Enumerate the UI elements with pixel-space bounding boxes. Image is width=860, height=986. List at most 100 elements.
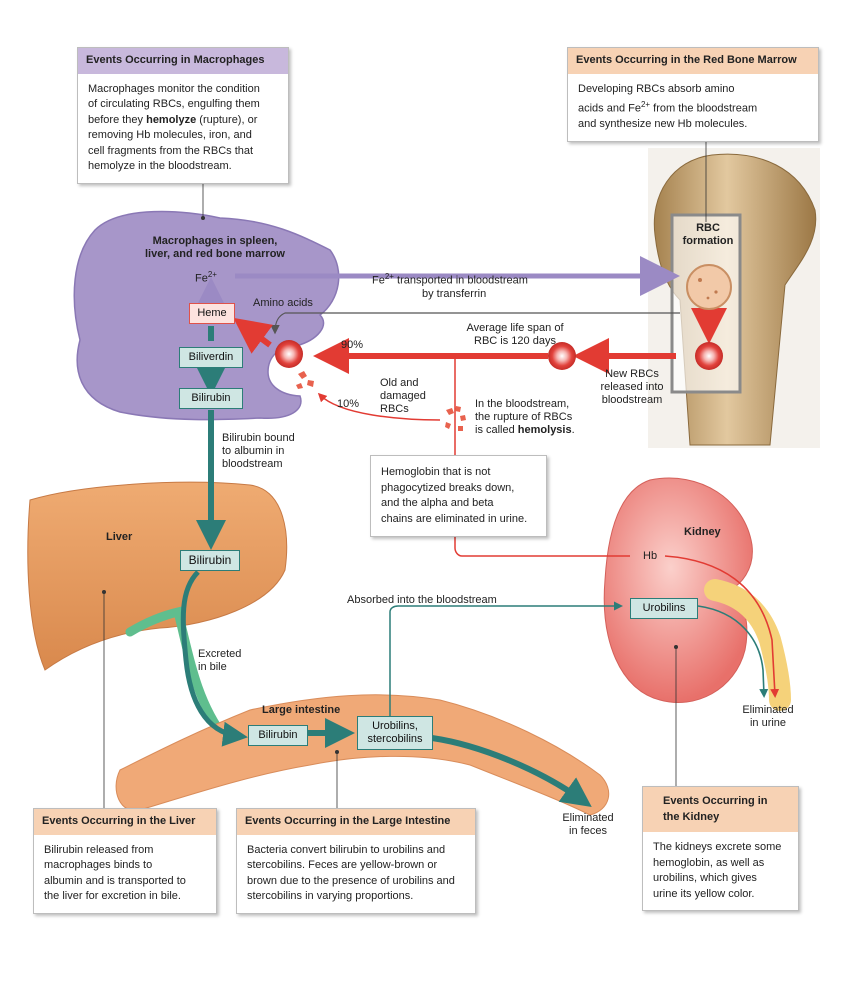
- absorbed-arrow: [389, 601, 623, 718]
- intestine-box-line3: brown due to the presence of urobilins a…: [247, 874, 455, 887]
- bile-excretion-arrow: [180, 570, 248, 747]
- hemolysis-label: In the bloodstream, the rupture of RBCs …: [475, 398, 575, 437]
- old-damaged-label: Old and damaged RBCs: [380, 377, 426, 416]
- intestine-box-line1: Bacteria convert bilirubin to urobilins …: [247, 843, 446, 856]
- kidney-box-title-line1: Events Occurring in: [663, 795, 768, 807]
- large-intestine-label: Large intestine: [262, 704, 341, 716]
- new-rbcs-line1: New RBCs: [605, 368, 659, 380]
- liver-box-line2: macrophages binds to: [44, 859, 153, 871]
- fe-transport-line1: transported in bloodstream: [393, 274, 528, 287]
- kidney-box-line2: hemoglobin, as well as: [653, 856, 765, 869]
- feces-arrow: [431, 735, 592, 807]
- kidney-box-title-line2: the Kidney: [663, 810, 720, 823]
- marrow-info-box: Events Occurring in the Red Bone Marrow …: [567, 47, 819, 142]
- kidney-box-title: Events Occurring in the Kidney: [643, 787, 798, 832]
- hemoglobin-line3: and the alpha and beta: [381, 497, 494, 509]
- excreted-bile-line1: Excreted: [198, 648, 242, 660]
- rbc-formation-line1: RBC: [696, 222, 720, 234]
- hemoglobin-line4: chains are eliminated in urine.: [381, 512, 528, 525]
- macrophage-box-line3-post: (rupture), or: [196, 113, 258, 126]
- hemoglobin-line2: phagocytized breaks down,: [381, 481, 515, 494]
- macrophage-box-line2: of circulating RBCs, engulfing them: [88, 98, 260, 110]
- marrow-box-line3: and synthesize new Hb molecules.: [578, 118, 748, 131]
- intestine-box-line4: stercobilins in varying proportions.: [247, 890, 414, 902]
- macrophage-cell-title: Macrophages in spleen, liver, and red bo…: [115, 235, 315, 261]
- rbc-formation-label: RBC formation: [680, 222, 736, 248]
- macrophage-box-line4: removing Hb molecules, iron, and: [88, 129, 252, 141]
- macrophage-box-line3-pre: before they: [88, 113, 147, 126]
- lifespan-line1: Average life span of: [466, 322, 564, 334]
- macrophage-title-line2: liver, and red bone marrow: [145, 248, 285, 260]
- hemolysis-line3-pre: is called: [475, 424, 518, 436]
- macrophage-box-title: Events Occurring in Macrophages: [78, 48, 288, 74]
- marrow-box-line2-pre: acids and Fe: [578, 102, 641, 115]
- rbc-formation-line2: formation: [682, 235, 734, 247]
- bilirubin-tag-macrophage: Bilirubin: [179, 388, 243, 409]
- rbc-10-arrow: [317, 392, 441, 421]
- kidney-box-line4: urine its yellow color.: [653, 887, 755, 900]
- bilirubin-tag-intestine: Bilirubin: [248, 725, 308, 746]
- kidney-illustration: [603, 477, 791, 711]
- eliminated-feces-line1: Eliminated: [562, 812, 614, 824]
- kidney-info-box: Events Occurring in the Kidney The kidne…: [642, 786, 799, 911]
- macrophage-box-line5: cell fragments from the RBCs that: [88, 144, 254, 157]
- heme-tag: Heme: [189, 303, 235, 324]
- hemolysis-line3: is called hemolysis.: [475, 424, 575, 437]
- liver-box-line4: the liver for excretion in bile.: [44, 890, 181, 902]
- eliminated-feces-label: Eliminated in feces: [548, 812, 628, 838]
- excreted-bile-line2: in bile: [198, 661, 227, 673]
- fe-transport-line2: by transferrin: [422, 287, 487, 300]
- percent-10-label: 10%: [337, 398, 360, 410]
- old-damaged-line2: damaged: [380, 390, 426, 402]
- bile-duct: [125, 606, 230, 743]
- hemolysis-line1: In the bloodstream,: [475, 398, 570, 410]
- macrophage-box-line3: before they hemolyze (rupture), or: [88, 113, 278, 129]
- fe-transport-sup: 2+: [384, 272, 394, 281]
- eliminated-urine-line2: in urine: [749, 717, 787, 729]
- urobilins-stercobilins-tag: Urobilins, stercobilins: [357, 716, 433, 750]
- new-rbcs-line3: bloodstream: [601, 394, 663, 406]
- kidney-box-line1: The kidneys excrete some: [653, 841, 782, 853]
- liver-shape: [27, 481, 288, 671]
- rbc-cells: [275, 264, 732, 370]
- macrophage-box-line1: Macrophages monitor the condition: [88, 82, 260, 95]
- bilirubin-tag-liver: Bilirubin: [180, 550, 240, 571]
- amino-acids-label: Amino acids: [253, 297, 313, 309]
- hb-to-kidney-line: [454, 356, 630, 557]
- bone-illustration: [648, 148, 820, 448]
- liver-box-title: Events Occurring in the Liver: [34, 809, 216, 835]
- hemoglobin-info-box: Hemoglobin that is not phagocytized brea…: [370, 455, 547, 537]
- bilirubin-albumin-label: Bilirubin bound to albumin in bloodstrea…: [222, 432, 295, 471]
- hemolysis-line3-post: .: [571, 424, 575, 436]
- hemolysis-term: hemolysis: [517, 424, 572, 436]
- hemolysis-line2: the rupture of RBCs: [475, 411, 573, 423]
- hemoglobin-line1: Hemoglobin that is not: [381, 466, 491, 478]
- hb-urine-line: [664, 555, 780, 698]
- macrophage-box-line6: hemolyze in the bloodstream.: [88, 160, 232, 172]
- new-rbcs-line2: released into: [600, 381, 664, 393]
- intestine-box-line2: stercobilins. Feces are yellow-brown or: [247, 859, 438, 871]
- kidney-box-line3: urobilins, which gives: [653, 872, 757, 884]
- new-rbcs-label: New RBCs released into bloodstream: [592, 368, 672, 407]
- fe-text: Fe: [195, 272, 208, 285]
- uro-line1: Urobilins,: [372, 720, 418, 732]
- fe-transport-label: Fe2+ transported in bloodstream by trans…: [372, 270, 528, 301]
- hemolyze-term: hemolyze: [146, 113, 197, 126]
- excreted-bile-label: Excreted in bile: [198, 648, 241, 674]
- biliverdin-tag: Biliverdin: [179, 347, 243, 368]
- liver-label: Liver: [106, 531, 133, 543]
- rbc-fragments: [296, 371, 466, 431]
- old-damaged-line1: Old and: [380, 377, 419, 389]
- fe-sup: 2+: [207, 270, 217, 279]
- bilirubin-albumin-line2: to albumin in: [222, 445, 285, 457]
- bilirubin-albumin-line1: Bilirubin bound: [222, 432, 295, 444]
- liver-box-line1: Bilirubin released from: [44, 843, 154, 856]
- eliminated-urine-line1: Eliminated: [742, 704, 794, 716]
- lifespan-label: Average life span of RBC is 120 days: [450, 322, 580, 348]
- lifespan-line2: RBC is 120 days: [474, 335, 556, 347]
- old-damaged-line3: RBCs: [380, 403, 409, 415]
- amino-acids-arrow: [270, 312, 680, 335]
- macrophage-info-box: Events Occurring in Macrophages Macropha…: [77, 47, 289, 184]
- marrow-box-line1: Developing RBCs absorb amino: [578, 82, 735, 95]
